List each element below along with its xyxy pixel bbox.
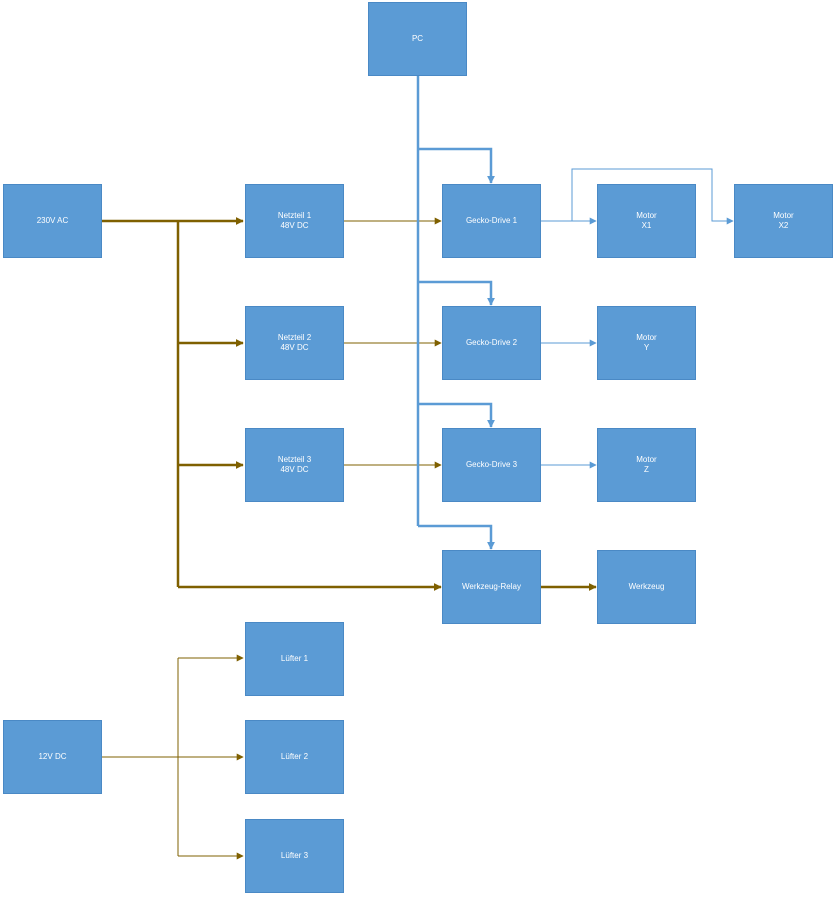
edge-pc-gd2 xyxy=(418,280,496,306)
node-gecko-drive-2-label: Gecko-Drive 2 xyxy=(465,338,518,347)
node-netzteil-1: Netzteil 1 48V DC xyxy=(245,184,344,258)
node-230v-ac-label: 230V AC xyxy=(36,216,69,225)
node-motor-x2: Motor X2 xyxy=(734,184,833,258)
power-links-12v xyxy=(101,654,244,860)
node-motor-x1: Motor X1 xyxy=(597,184,696,258)
node-luefter-2: Lüfter 2 xyxy=(245,720,344,794)
edge-pc-gd3 xyxy=(418,402,496,428)
node-pc-label: PC xyxy=(411,34,424,43)
node-gecko-drive-2: Gecko-Drive 2 xyxy=(442,306,541,380)
node-netzteil-3: Netzteil 3 48V DC xyxy=(245,428,344,502)
node-gecko-drive-3: Gecko-Drive 3 xyxy=(442,428,541,502)
node-motor-z-label: Motor Z xyxy=(636,455,657,474)
node-netzteil-2-label: Netzteil 2 48V DC xyxy=(277,333,312,352)
node-luefter-1-label: Lüfter 1 xyxy=(280,654,309,663)
node-gecko-drive-1: Gecko-Drive 1 xyxy=(442,184,541,258)
edge-pc-relay xyxy=(418,524,496,550)
node-netzteil-1-label: Netzteil 1 48V DC xyxy=(277,211,312,230)
node-luefter-2-label: Lüfter 2 xyxy=(280,752,309,761)
node-gecko-drive-1-label: Gecko-Drive 1 xyxy=(465,216,518,225)
node-luefter-3: Lüfter 3 xyxy=(245,819,344,893)
node-werkzeug-relay: Werkzeug-Relay xyxy=(442,550,541,624)
edge-gd1-x2 xyxy=(560,168,734,225)
signal-links-motors xyxy=(541,168,734,469)
node-12v-dc: 12V DC xyxy=(3,720,102,794)
node-motor-y-label: Motor Y xyxy=(636,333,657,352)
node-motor-z: Motor Z xyxy=(597,428,696,502)
node-netzteil-3-label: Netzteil 3 48V DC xyxy=(277,455,312,474)
node-motor-x1-label: Motor X1 xyxy=(636,211,657,230)
node-motor-y: Motor Y xyxy=(597,306,696,380)
edge-pc-gd1 xyxy=(418,147,496,184)
power-links-48v xyxy=(344,217,442,469)
power-bus-230v xyxy=(101,216,597,592)
node-pc: PC xyxy=(368,2,467,76)
node-luefter-3-label: Lüfter 3 xyxy=(280,851,309,860)
node-gecko-drive-3-label: Gecko-Drive 3 xyxy=(465,460,518,469)
node-luefter-1: Lüfter 1 xyxy=(245,622,344,696)
node-werkzeug-relay-label: Werkzeug-Relay xyxy=(462,582,521,591)
node-motor-x2-label: Motor X2 xyxy=(773,211,794,230)
node-12v-dc-label: 12V DC xyxy=(38,752,67,761)
node-werkzeug: Werkzeug xyxy=(597,550,696,624)
node-230v-ac: 230V AC xyxy=(3,184,102,258)
signal-bus-pc xyxy=(416,76,496,550)
node-werkzeug-label: Werkzeug xyxy=(628,582,665,591)
node-netzteil-2: Netzteil 2 48V DC xyxy=(245,306,344,380)
